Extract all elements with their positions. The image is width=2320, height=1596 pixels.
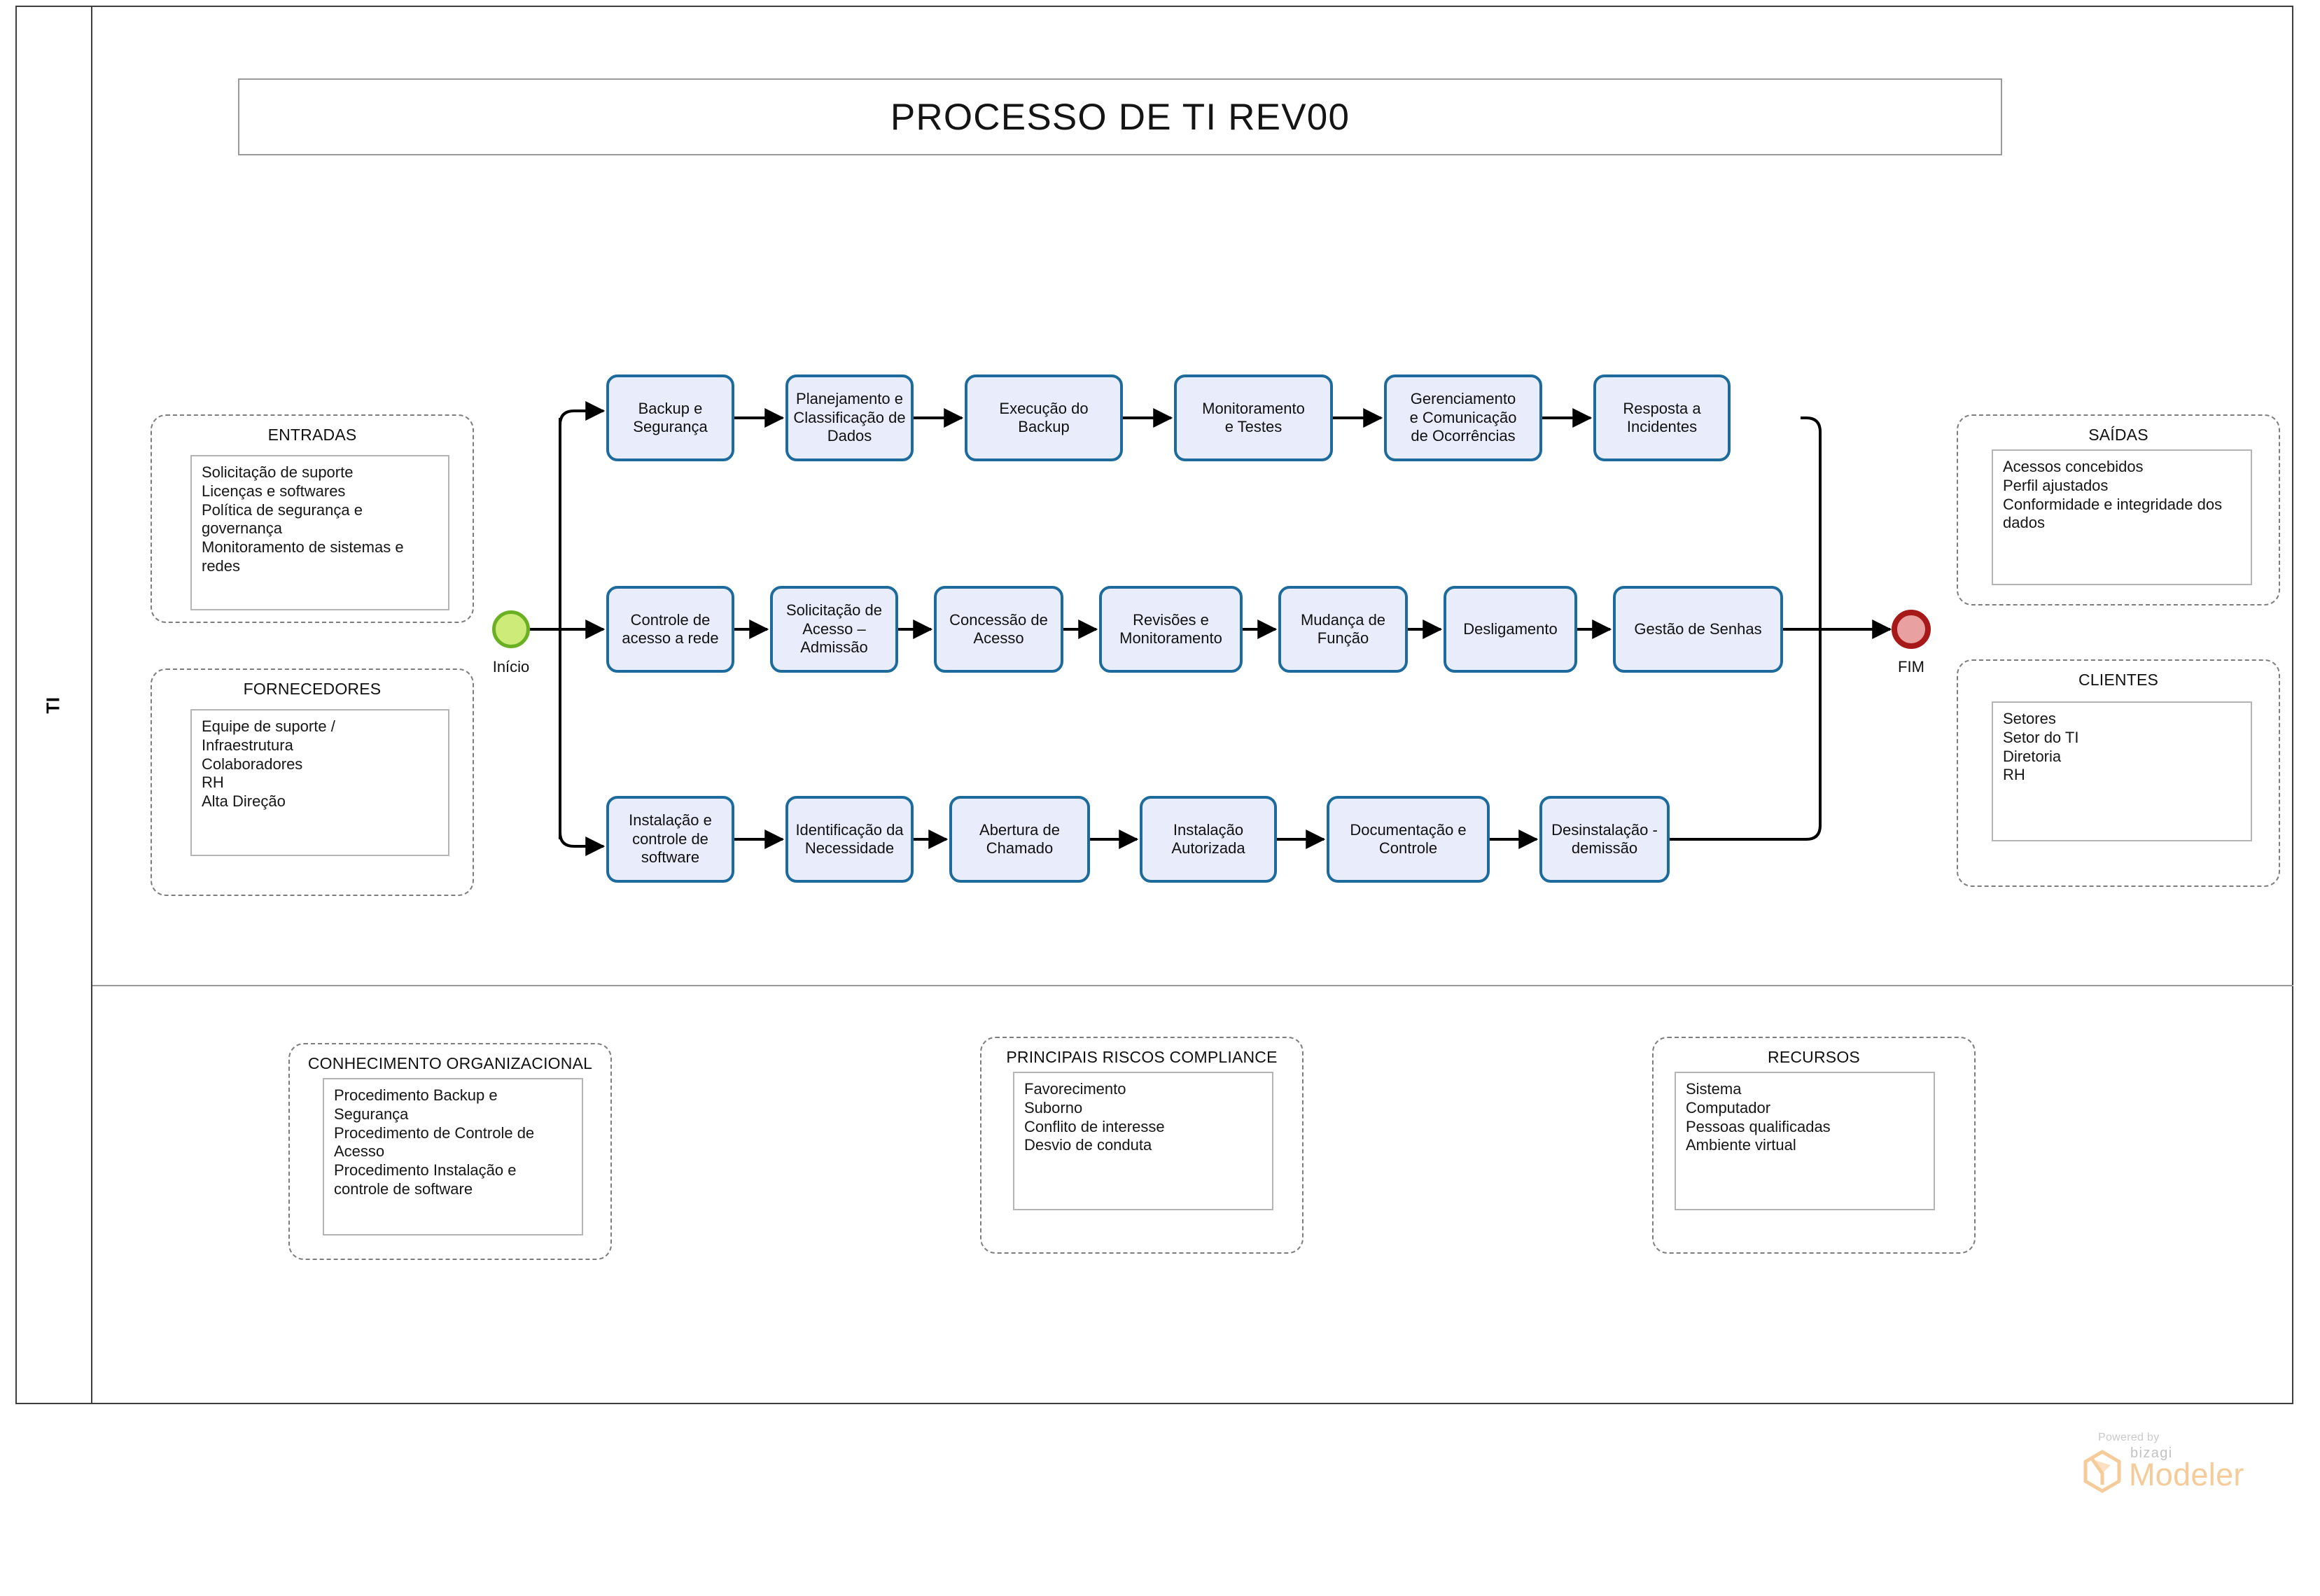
process-pool xyxy=(15,6,2293,1404)
task-gerenciamento-comunicacao-ocorrencias[interactable]: Gerenciamento e Comunicação de Ocorrênci… xyxy=(1384,374,1542,461)
group-conhecimento-organizacional: CONHECIMENTO ORGANIZACIONAL Procedimento… xyxy=(288,1043,612,1260)
group-saidas-items: Acessos concebidos Perfil ajustados Conf… xyxy=(2003,458,2223,532)
group-saidas: SAÍDAS Acessos concebidos Perfil ajustad… xyxy=(1957,414,2280,606)
group-riscos-box: Favorecimento Suborno Conflito de intere… xyxy=(1013,1072,1273,1210)
bizagi-footer: Powered by bizagi Modeler xyxy=(2083,1432,2279,1516)
group-saidas-title: SAÍDAS xyxy=(2088,426,2148,444)
task-documentacao-e-controle[interactable]: Documentação e Controle xyxy=(1327,796,1490,883)
group-recursos-title: RECURSOS xyxy=(1768,1048,1860,1066)
task-execucao-do-backup[interactable]: Execução do Backup xyxy=(965,374,1123,461)
start-event[interactable] xyxy=(492,610,530,648)
task-controle-acesso-rede[interactable]: Controle de acesso a rede xyxy=(606,586,734,673)
task-desinstalacao-demissao[interactable]: Desinstalação - demissão xyxy=(1539,796,1670,883)
group-saidas-box: Acessos concebidos Perfil ajustados Conf… xyxy=(1992,449,2252,585)
group-principais-riscos-compliance: PRINCIPAIS RISCOS COMPLIANCE Favorecimen… xyxy=(980,1037,1304,1254)
group-riscos-items: Favorecimento Suborno Conflito de intere… xyxy=(1024,1080,1165,1154)
group-conhecimento-items: Procedimento Backup e Segurança Procedim… xyxy=(334,1086,535,1198)
group-fornecedores-items: Equipe de suporte / Infraestrutura Colab… xyxy=(202,718,335,811)
end-event[interactable] xyxy=(1892,610,1931,649)
lane-header-ti: TI xyxy=(15,6,92,1404)
group-entradas-items: Solicitação de suporte Licenças e softwa… xyxy=(202,463,404,575)
task-planejamento-classificacao-dados[interactable]: Planejamento e Classificação de Dados xyxy=(785,374,914,461)
group-clientes-box: Setores Setor do TI Diretoria RH xyxy=(1992,701,2252,841)
task-backup-e-seguranca[interactable]: Backup e Segurança xyxy=(606,374,734,461)
group-clientes-items: Setores Setor do TI Diretoria RH xyxy=(2003,710,2079,784)
group-recursos: RECURSOS Sistema Computador Pessoas qual… xyxy=(1652,1037,1976,1254)
group-fornecedores-title: FORNECEDORES xyxy=(243,680,382,698)
task-monitoramento-e-testes[interactable]: Monitoramento e Testes xyxy=(1174,374,1333,461)
powered-by-label: Powered by xyxy=(2098,1432,2160,1443)
group-conhecimento-box: Procedimento Backup e Segurança Procedim… xyxy=(323,1078,583,1236)
bizagi-hexagon-icon xyxy=(2083,1450,2121,1493)
page-title-text: PROCESSO DE TI REV00 xyxy=(890,96,1350,138)
task-revisoes-e-monitoramento[interactable]: Revisões e Monitoramento xyxy=(1099,586,1243,673)
lane-label: TI xyxy=(42,696,64,714)
task-solicitacao-acesso-admissao[interactable]: Solicitação de Acesso – Admissão xyxy=(770,586,898,673)
task-instalacao-autorizada[interactable]: Instalação Autorizada xyxy=(1140,796,1277,883)
group-fornecedores: FORNECEDORES Equipe de suporte / Infraes… xyxy=(151,668,474,896)
end-event-label: FIM xyxy=(1898,658,1924,676)
group-clientes: CLIENTES Setores Setor do TI Diretoria R… xyxy=(1957,659,2280,887)
task-identificacao-da-necessidade[interactable]: Identificação da Necessidade xyxy=(785,796,914,883)
group-entradas-title: ENTRADAS xyxy=(267,426,357,444)
group-recursos-items: Sistema Computador Pessoas qualificadas … xyxy=(1686,1080,1831,1154)
group-fornecedores-box: Equipe de suporte / Infraestrutura Colab… xyxy=(190,709,449,856)
group-clientes-title: CLIENTES xyxy=(2078,671,2159,689)
task-concessao-de-acesso[interactable]: Concessão de Acesso xyxy=(934,586,1063,673)
task-instalacao-controle-software[interactable]: Instalação e controle de software xyxy=(606,796,734,883)
task-abertura-de-chamado[interactable]: Abertura de Chamado xyxy=(949,796,1090,883)
group-riscos-title: PRINCIPAIS RISCOS COMPLIANCE xyxy=(1006,1048,1278,1066)
page-title: PROCESSO DE TI REV00 xyxy=(238,78,2002,155)
group-entradas: ENTRADAS Solicitação de suporte Licenças… xyxy=(151,414,474,623)
task-resposta-a-incidentes[interactable]: Resposta a Incidentes xyxy=(1593,374,1731,461)
group-conhecimento-title: CONHECIMENTO ORGANIZACIONAL xyxy=(307,1054,593,1072)
group-entradas-box: Solicitação de suporte Licenças e softwa… xyxy=(190,455,449,610)
task-gestao-de-senhas[interactable]: Gestão de Senhas xyxy=(1613,586,1783,673)
lane-divider xyxy=(92,985,2293,986)
bizagi-wordmark: bizagi xyxy=(2130,1446,2173,1461)
modeler-wordmark: Modeler xyxy=(2129,1457,2244,1492)
task-desligamento[interactable]: Desligamento xyxy=(1444,586,1577,673)
task-mudanca-de-funcao[interactable]: Mudança de Função xyxy=(1278,586,1408,673)
start-event-label: Início xyxy=(492,658,530,676)
group-recursos-box: Sistema Computador Pessoas qualificadas … xyxy=(1675,1072,1935,1210)
